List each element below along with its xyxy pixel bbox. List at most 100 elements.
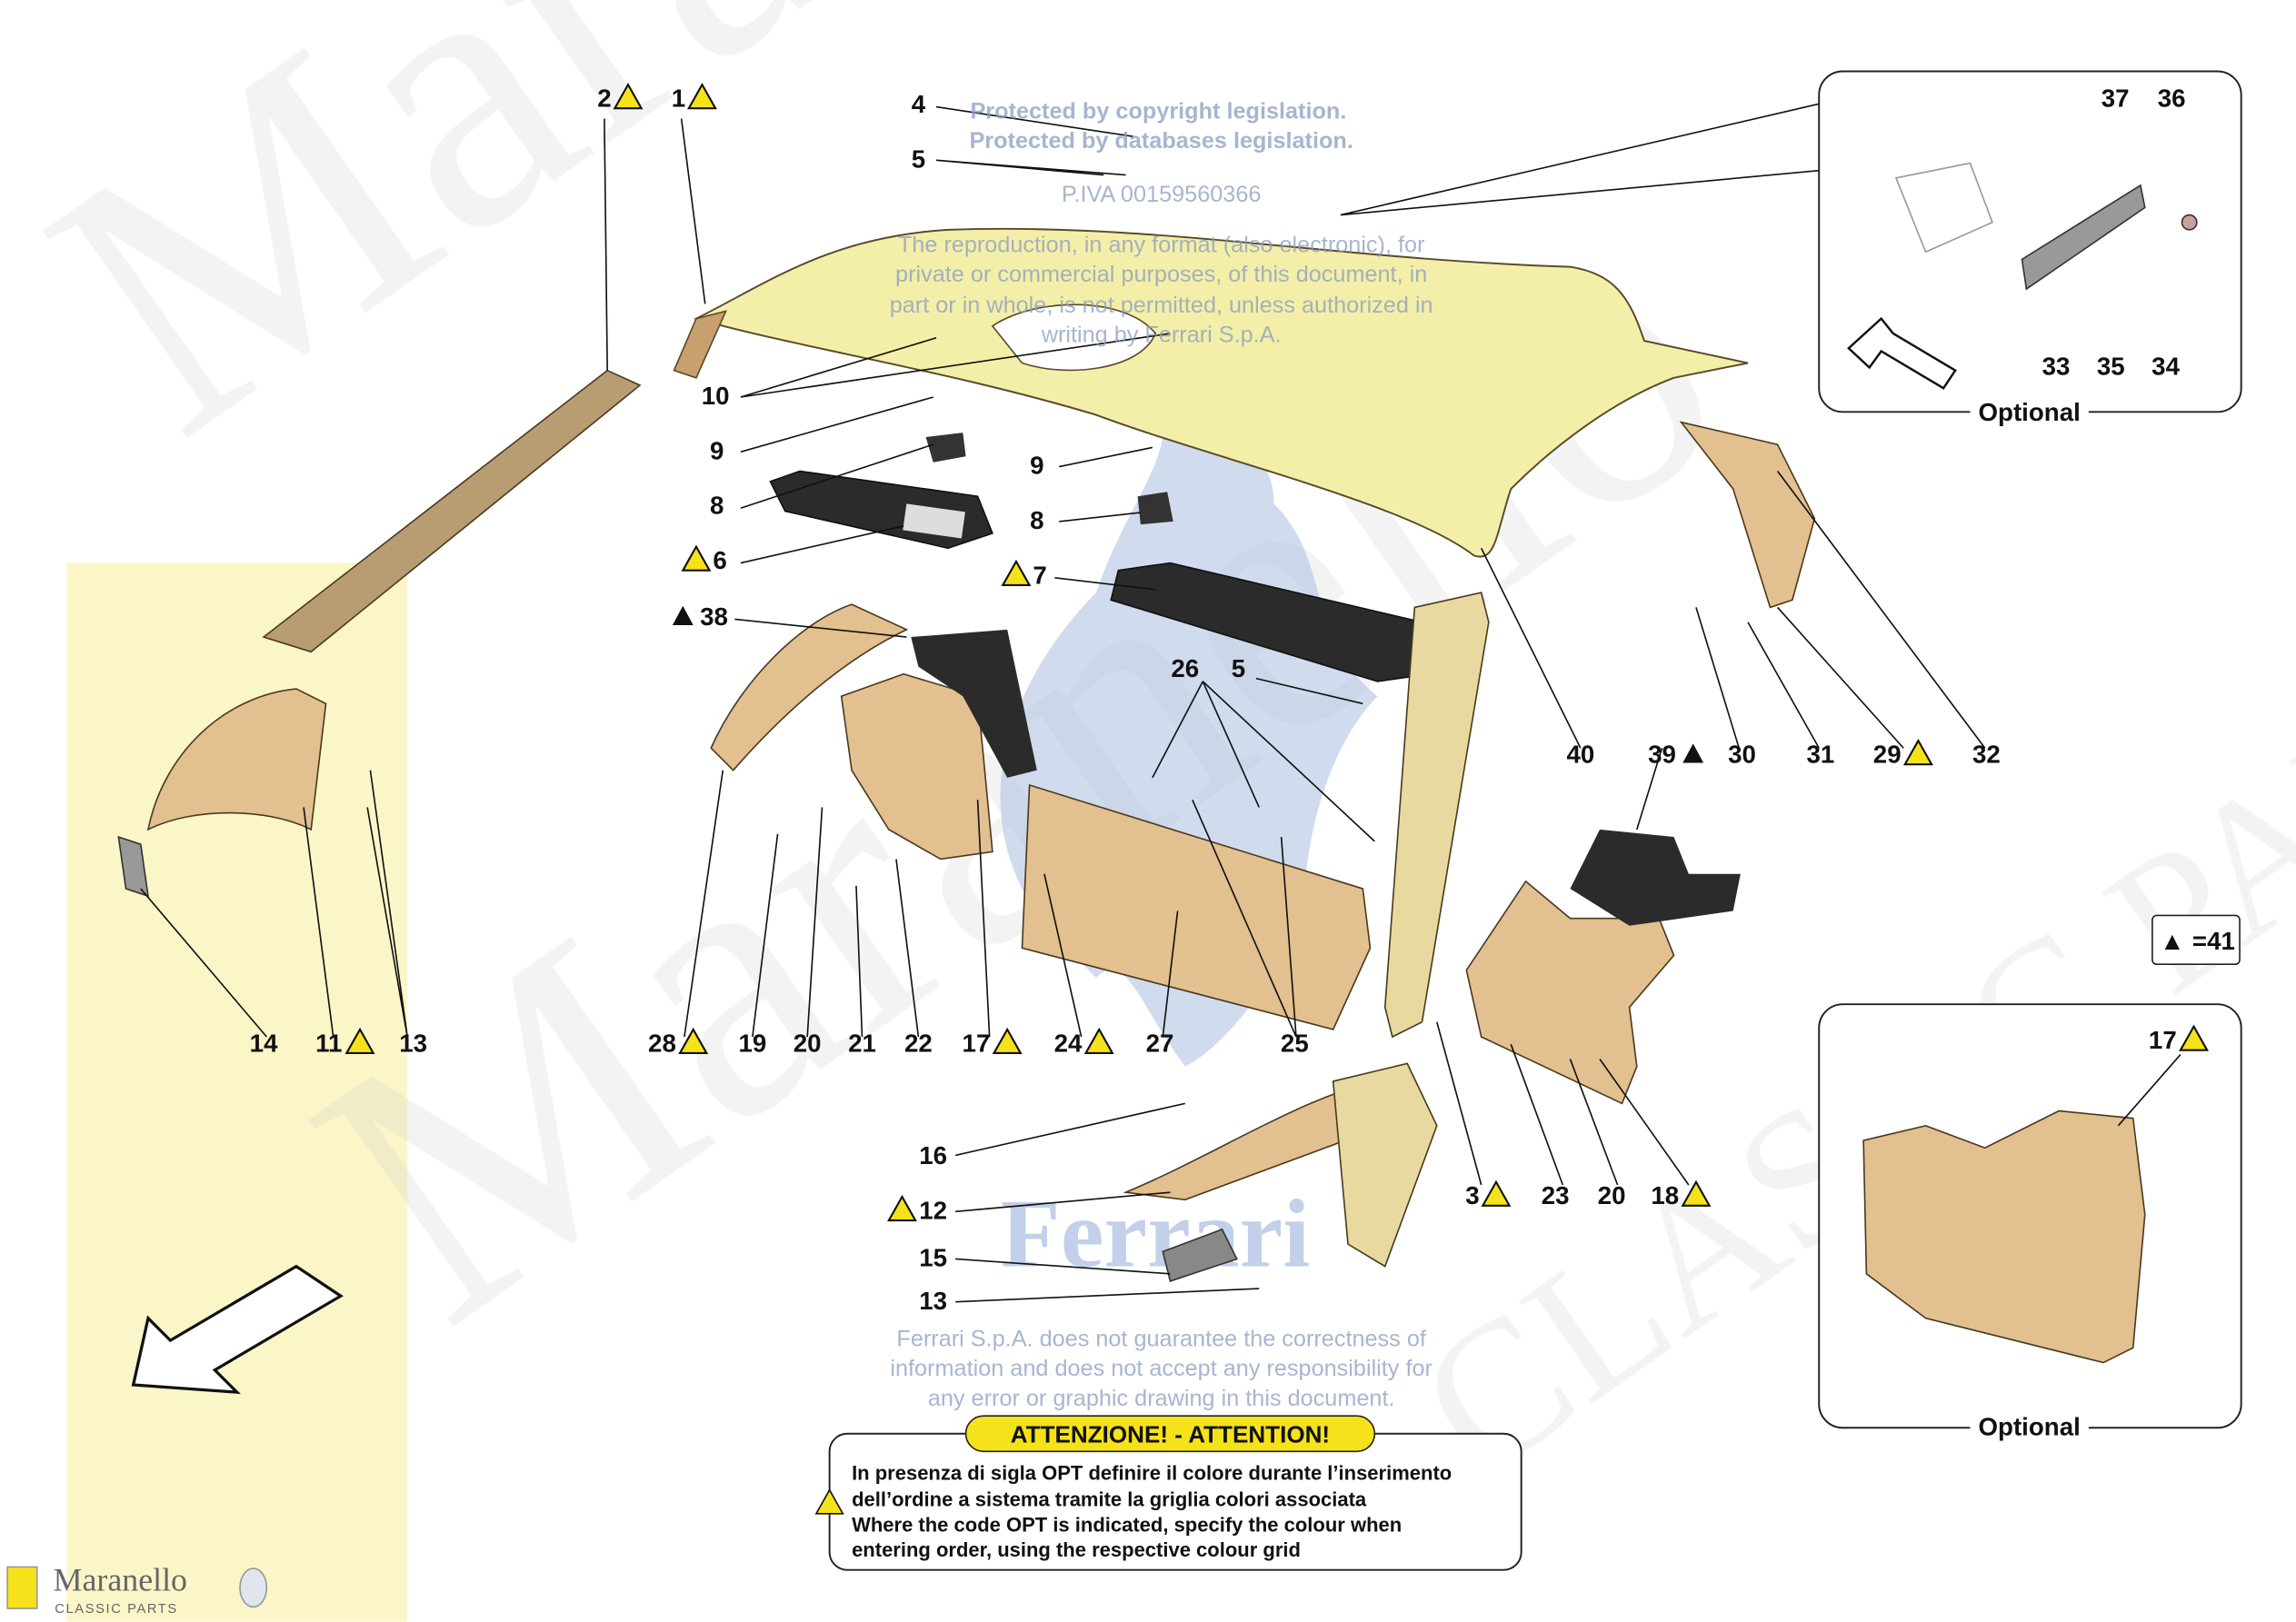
callout-36: 36 bbox=[2158, 85, 2186, 113]
optional-inset-bottom: Optional bbox=[1818, 1003, 2242, 1443]
callout-3: 3 bbox=[1465, 1181, 1479, 1209]
front-left-trim bbox=[146, 688, 327, 831]
callout-20: 20 bbox=[794, 1029, 822, 1057]
callout-27: 27 bbox=[1146, 1029, 1174, 1057]
rear-corner-trim bbox=[1465, 880, 1675, 1105]
triangle-icon bbox=[672, 605, 694, 625]
direction-arrow-icon bbox=[1847, 316, 1957, 390]
a-pillar-trim bbox=[262, 369, 642, 653]
callout-22: 22 bbox=[904, 1029, 933, 1057]
legend-box: ▲ =41 bbox=[2151, 914, 2241, 965]
attention-line-3: Where the code OPT is indicated, specify… bbox=[852, 1513, 1402, 1536]
ferrari-badge-icon bbox=[6, 1566, 38, 1609]
callout-32: 32 bbox=[1972, 741, 2001, 769]
reproduction-line-4: writing by Ferrari S.p.A. bbox=[1041, 323, 1282, 348]
callout-38: 38 bbox=[700, 602, 728, 631]
callout-12: 12 bbox=[919, 1196, 947, 1224]
warning-icon bbox=[1083, 1027, 1114, 1055]
callout-24: 24 bbox=[1054, 1029, 1083, 1057]
callout-17: 17 bbox=[963, 1029, 991, 1057]
reproduction-line-1: The reproduction, in any format (also el… bbox=[898, 232, 1425, 257]
callout-13: 13 bbox=[919, 1287, 947, 1315]
callout-8: 8 bbox=[710, 492, 724, 520]
callout-4: 4 bbox=[912, 90, 926, 118]
callout-21: 21 bbox=[848, 1029, 876, 1057]
callout-9: 9 bbox=[710, 436, 724, 464]
callout-7: 7 bbox=[1033, 561, 1046, 589]
callout-29: 29 bbox=[1873, 741, 1902, 769]
headliner-flap bbox=[673, 310, 727, 379]
warning-icon bbox=[814, 1488, 844, 1515]
attention-line-4: entering order, using the respective col… bbox=[852, 1538, 1301, 1561]
callout-30: 30 bbox=[1728, 741, 1756, 769]
optional-label-bottom: Optional bbox=[1979, 1412, 2081, 1440]
logo-tagline: CLASSIC PARTS bbox=[55, 1602, 178, 1617]
callout-28: 28 bbox=[648, 1029, 676, 1057]
attention-title: ATTENZIONE! - ATTENTION! bbox=[1011, 1421, 1330, 1448]
warning-icon bbox=[1001, 559, 1032, 587]
warning-icon bbox=[678, 1027, 709, 1055]
leader-lines bbox=[140, 103, 1986, 1303]
attention-box: ATTENZIONE! - ATTENTION! In presenza di … bbox=[814, 1415, 1522, 1571]
triangle-icon bbox=[1682, 743, 1704, 763]
c-pillar-trim bbox=[1383, 592, 1490, 1039]
callout-15: 15 bbox=[919, 1244, 947, 1272]
callout-13: 13 bbox=[399, 1029, 427, 1057]
callout-10: 10 bbox=[702, 382, 730, 410]
plate-33 bbox=[2021, 184, 2146, 291]
warning-icon bbox=[886, 1194, 917, 1222]
front-direction-arrow-icon bbox=[131, 1264, 344, 1395]
callout-33: 33 bbox=[2042, 353, 2071, 381]
callout-8: 8 bbox=[1030, 506, 1043, 534]
attention-line-1: In presenza di sigla OPT definire il col… bbox=[852, 1461, 1452, 1484]
attention-title-pill bbox=[964, 1415, 1376, 1453]
callout-34: 34 bbox=[2151, 353, 2180, 381]
visor-clip-left bbox=[925, 433, 966, 463]
callout-14: 14 bbox=[250, 1029, 278, 1057]
copyright-line-1: Protected by copyright legislation. bbox=[970, 99, 1346, 124]
legend-text: =41 bbox=[2192, 927, 2235, 955]
callout-2: 2 bbox=[597, 85, 611, 113]
ferrari-watermark: Ferrari bbox=[1001, 1180, 1310, 1289]
callout-11: 11 bbox=[315, 1029, 342, 1057]
rear-quarter-trim bbox=[1679, 421, 1816, 609]
vanity-mirror bbox=[903, 503, 965, 539]
callout-19: 19 bbox=[738, 1029, 766, 1057]
warning-icon bbox=[2179, 1024, 2210, 1051]
reproduction-line-2: private or commercial purposes, of this … bbox=[895, 262, 1427, 287]
b-pillar-trim-left bbox=[710, 603, 909, 771]
warning-icon bbox=[992, 1027, 1023, 1055]
callout-9: 9 bbox=[1030, 452, 1043, 480]
optional-inset-top: Optional bbox=[1818, 70, 2242, 427]
disclaimer-line-2: information and does not accept any resp… bbox=[890, 1356, 1433, 1381]
insulation-pad bbox=[911, 629, 1037, 778]
callout-31: 31 bbox=[1806, 741, 1834, 769]
callout-23: 23 bbox=[1542, 1181, 1570, 1209]
disclaimer-line-1: Ferrari S.p.A. does not guarantee the co… bbox=[896, 1327, 1426, 1352]
attention-line-2: dell’ordine a sistema tramite la griglia… bbox=[852, 1488, 1367, 1511]
optional-label-top: Optional bbox=[1979, 398, 2081, 426]
part-36 bbox=[2181, 214, 2198, 231]
callout-18: 18 bbox=[1651, 1181, 1679, 1209]
warning-icon bbox=[1481, 1179, 1512, 1207]
piva-number: P.IVA 00159560366 bbox=[1062, 182, 1262, 207]
callout-39: 39 bbox=[1648, 741, 1676, 769]
callout-40: 40 bbox=[1566, 741, 1594, 769]
callout-26: 26 bbox=[1171, 654, 1199, 682]
callout-5: 5 bbox=[1232, 654, 1245, 682]
bracket-15 bbox=[1162, 1228, 1238, 1282]
callout-25: 25 bbox=[1281, 1029, 1309, 1057]
disclaimer-line-3: any error or graphic drawing in this doc… bbox=[928, 1386, 1395, 1411]
callout-37: 37 bbox=[2101, 85, 2130, 113]
hinge-sketch bbox=[1894, 162, 1993, 254]
callout-1: 1 bbox=[672, 85, 685, 113]
warning-icon bbox=[1681, 1179, 1712, 1207]
warning-icon bbox=[681, 544, 712, 572]
callout-17: 17 bbox=[2149, 1026, 2177, 1054]
bracket-part bbox=[117, 835, 149, 898]
speaker-grille bbox=[1332, 1062, 1438, 1268]
insulation-pad-rear bbox=[1570, 829, 1741, 926]
maranello-logo: Maranello CLASSIC PARTS bbox=[6, 1562, 268, 1617]
callout-20: 20 bbox=[1598, 1181, 1626, 1209]
